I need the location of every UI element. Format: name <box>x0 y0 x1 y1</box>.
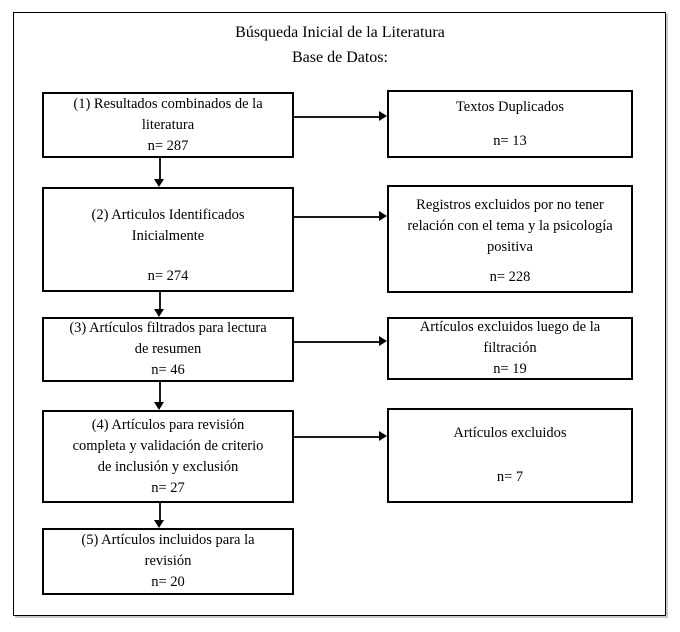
flow-box-duplicates-text: Textos Duplicados <box>455 98 565 115</box>
arrow-head <box>379 211 387 221</box>
arrow-line <box>294 341 381 343</box>
diagram-title: Búsqueda Inicial de la Literatura Base d… <box>0 20 680 70</box>
connector-arrow-down-4-icon <box>154 503 165 528</box>
diagram-title-line2: Base de Datos: <box>292 49 388 66</box>
connector-arrow-right-3-icon <box>294 336 387 347</box>
flow-box-excluded-after-filter: Artículos excluidos luego de la filtraci… <box>387 317 633 380</box>
flow-box-1-count: n= 287 <box>147 137 189 154</box>
flow-box-5-text: (5) Artículos incluidos para la revisión <box>81 532 255 569</box>
flow-box-excluded-articles: Artículos excluidos n= 7 <box>387 408 633 503</box>
arrow-head <box>154 309 164 317</box>
arrow-line <box>159 292 161 311</box>
flow-box-3-filtered-articles: (3) Artículos filtrados para lectura de … <box>42 317 294 382</box>
arrow-line <box>294 436 381 438</box>
connector-arrow-right-1-icon <box>294 111 387 122</box>
connector-arrow-right-4-icon <box>294 431 387 442</box>
flow-box-5-included-articles: (5) Artículos incluidos para la revisión… <box>42 528 294 595</box>
connector-arrow-down-2-icon <box>154 292 165 317</box>
flow-box-1-combined-results: (1) Resultados combinados de la literatu… <box>42 92 294 158</box>
flow-box-excluded-after-filter-count: n= 19 <box>493 361 527 377</box>
connector-arrow-down-1-icon <box>154 158 165 187</box>
connector-arrow-down-3-icon <box>154 382 165 410</box>
connector-arrow-right-2-icon <box>294 211 387 222</box>
flow-box-duplicates: Textos Duplicados n= 13 <box>387 90 633 158</box>
outer-frame <box>13 12 666 616</box>
flow-box-4-count: n= 27 <box>151 479 185 496</box>
arrow-line <box>294 116 381 118</box>
flow-box-excluded-articles-text: Artículos excluidos <box>453 425 567 442</box>
arrow-head <box>154 402 164 410</box>
arrow-line <box>294 216 381 218</box>
flow-box-excluded-records: Registros excluidos por no tener relació… <box>387 185 633 293</box>
flow-box-2-text: (2) Articulos Identificados Inicialmente <box>91 207 245 244</box>
flow-box-excluded-articles-count: n= 7 <box>496 468 524 485</box>
flow-box-3-text: (3) Artículos filtrados para lectura de … <box>69 320 267 357</box>
flow-box-3-count: n= 46 <box>151 362 185 378</box>
arrow-head <box>154 520 164 528</box>
flow-box-5-count: n= 20 <box>151 574 185 590</box>
arrow-line <box>159 382 161 404</box>
arrow-line <box>159 503 161 522</box>
flow-box-excluded-records-text: Registros excluidos por no tener relació… <box>407 197 613 255</box>
flow-box-2-identified-articles: (2) Articulos Identificados Inicialmente… <box>42 187 294 292</box>
diagram-title-line1: Búsqueda Inicial de la Literatura <box>235 24 445 41</box>
flow-box-2-count: n= 274 <box>147 268 189 284</box>
flow-box-4-full-review-articles: (4) Artículos para revisión completa y v… <box>42 410 294 503</box>
arrow-head <box>154 179 164 187</box>
arrow-head <box>379 336 387 346</box>
arrow-line <box>159 158 161 181</box>
flow-box-excluded-after-filter-text: Artículos excluidos luego de la filtraci… <box>419 319 601 356</box>
flow-box-excluded-records-count: n= 228 <box>489 269 531 285</box>
arrow-head <box>379 431 387 441</box>
flow-box-1-text: (1) Resultados combinados de la literatu… <box>73 95 263 133</box>
flow-box-4-text: (4) Artículos para revisión completa y v… <box>72 416 264 475</box>
flow-box-duplicates-count: n= 13 <box>493 132 527 149</box>
arrow-head <box>379 111 387 121</box>
